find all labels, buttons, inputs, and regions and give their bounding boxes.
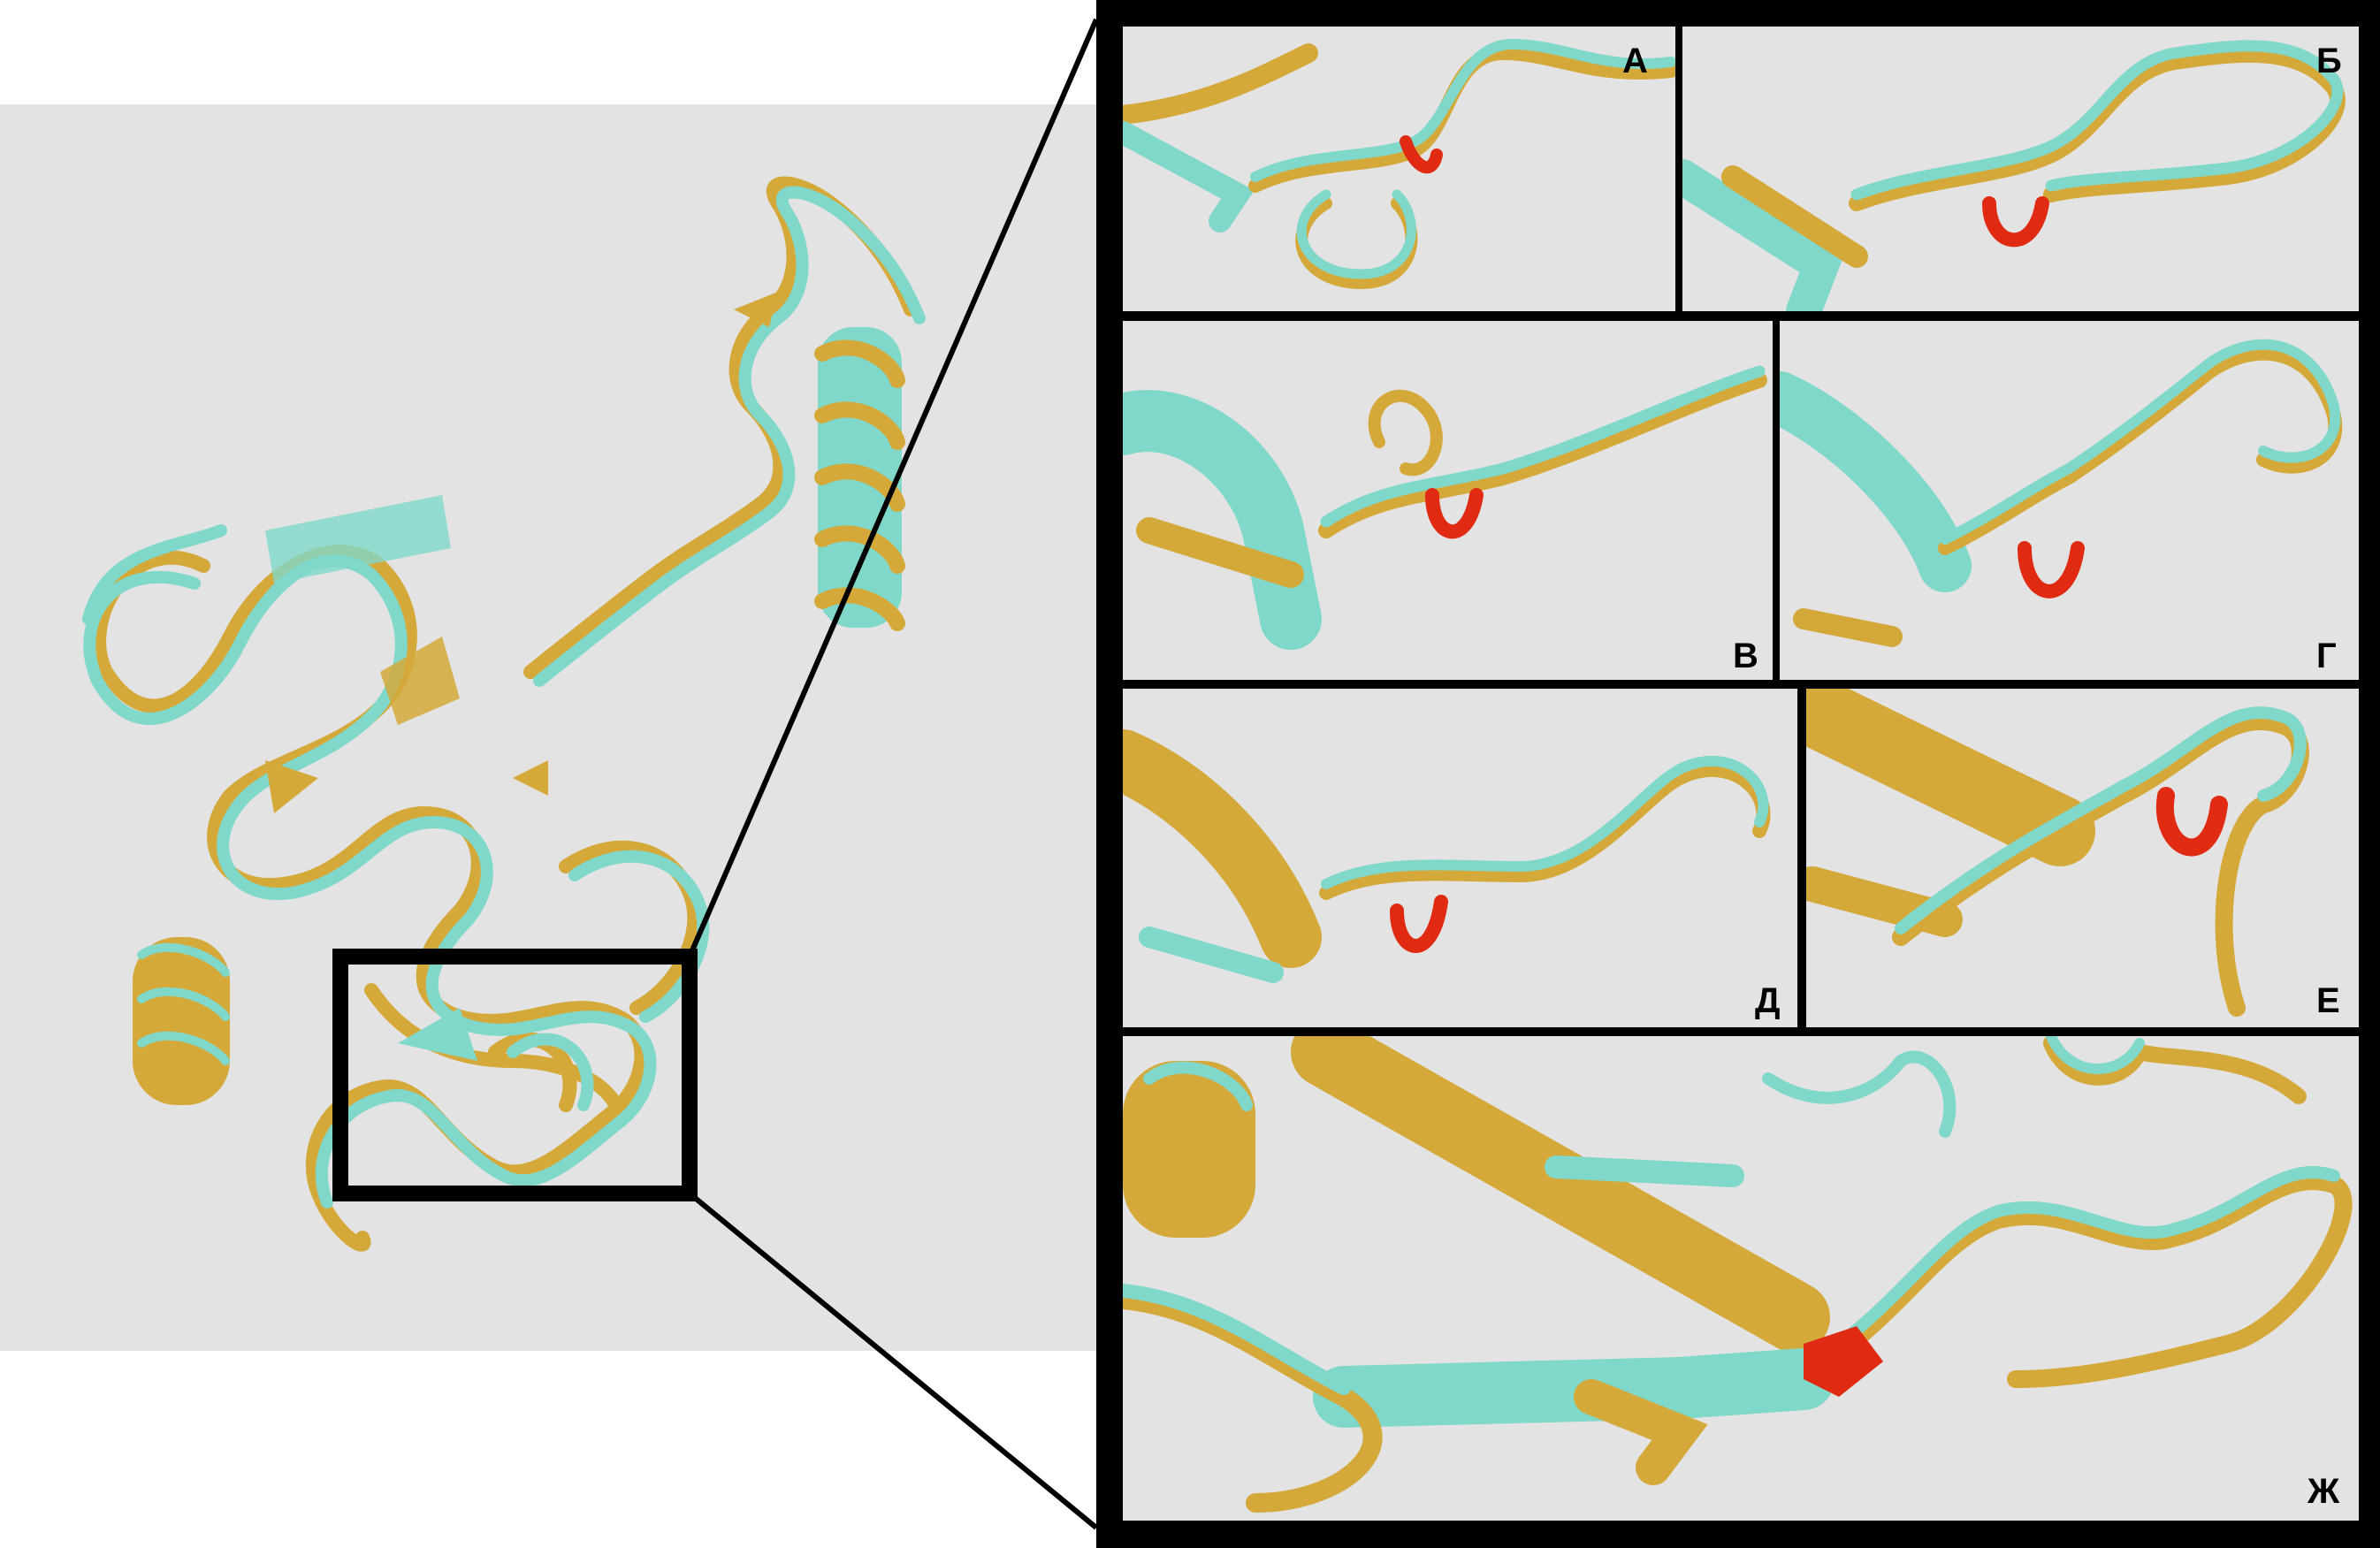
- zoom-panel-zh: Ж: [1123, 1036, 2359, 1521]
- zoom-panel-b: Б: [1682, 27, 2359, 311]
- zoom-panel-e: Е: [1806, 689, 2359, 1027]
- zoom-panel-d: Д: [1123, 689, 1797, 1027]
- zoom-panel-v: В: [1123, 321, 1773, 680]
- panel-label-a: А: [1622, 42, 1648, 80]
- zoom-panel-g: Г: [1780, 321, 2359, 680]
- connector-line-bottom: [688, 1191, 1098, 1530]
- panel-label-e: Е: [2316, 981, 2340, 1020]
- zoom-selection-box: [332, 949, 698, 1201]
- protein-structure-overview: [82, 176, 926, 1252]
- zoom-panel-a: А: [1123, 27, 1675, 311]
- panel-label-d: Д: [1755, 981, 1781, 1020]
- panel-label-zh: Ж: [2307, 1472, 2340, 1511]
- panel-label-v: В: [1733, 637, 1758, 675]
- panel-label-g: Г: [2316, 637, 2337, 675]
- connector-line-top: [687, 18, 1099, 958]
- panel-label-b: Б: [2316, 42, 2342, 80]
